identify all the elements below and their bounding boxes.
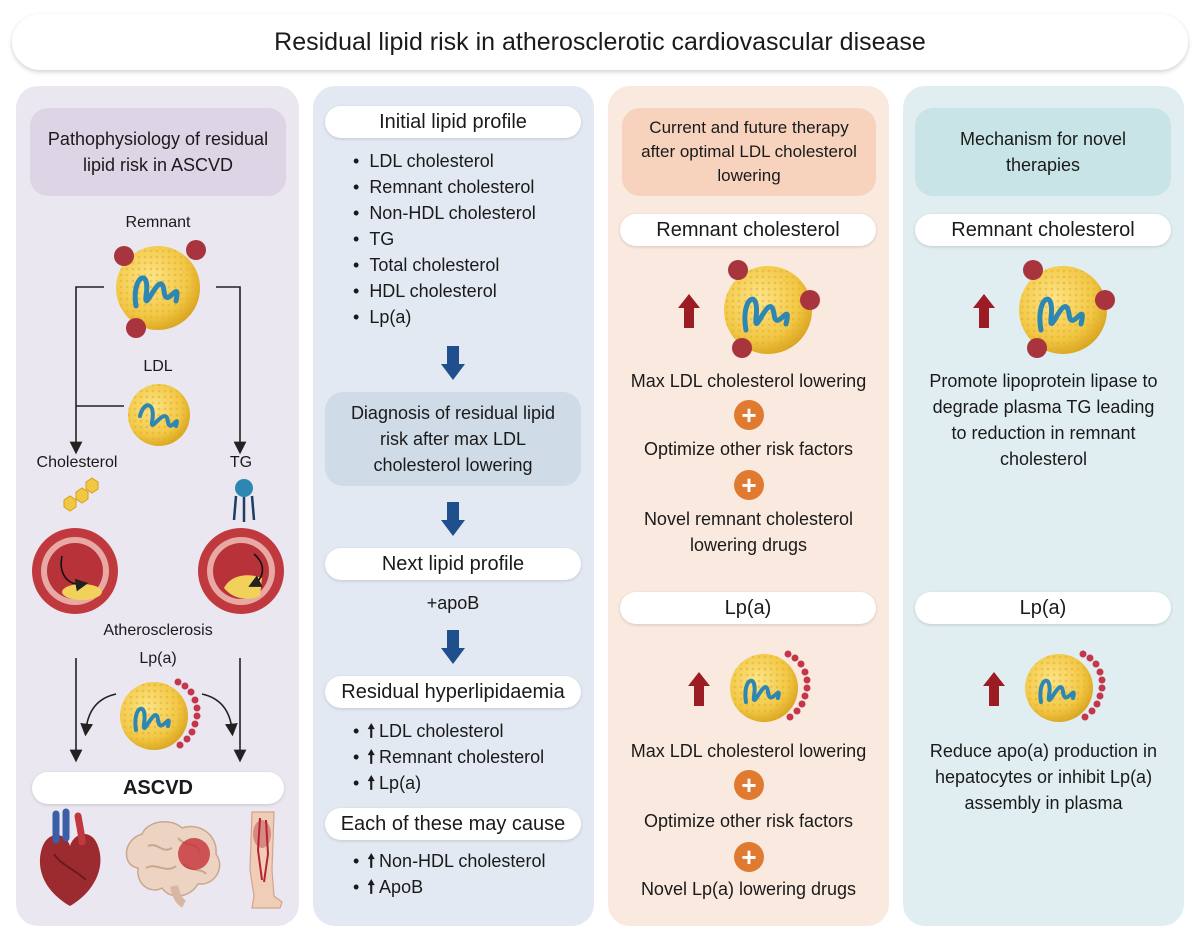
increase-arrow-icon	[678, 294, 700, 328]
ldl-label: LDL	[143, 358, 173, 375]
increase-arrow-icon	[973, 294, 995, 328]
residual-item: 🠕Remnant cholesterol	[353, 744, 544, 770]
remnant-particle-icon	[724, 260, 820, 358]
max-ldl-step: Max LDL cholesterol lowering	[630, 741, 867, 761]
heart-icon	[39, 808, 101, 906]
mechanism-header: Mechanism for novel therapies	[915, 108, 1171, 196]
novel-remnant-drugs-step: Novel remnant cholesterol lowering drugs	[643, 509, 854, 555]
cholesterol-label: Cholesterol	[36, 454, 118, 471]
increase-arrow-icon	[688, 672, 710, 706]
plus-icon: +	[734, 770, 764, 800]
residual-list: 🠕LDL cholesterol 🠕Remnant cholesterol 🠕L…	[353, 718, 544, 796]
increase-arrow-icon: 🠕	[367, 721, 376, 741]
apob-addition: +apoB	[426, 593, 480, 613]
tg-label: TG	[229, 454, 253, 471]
mechanism-panel: Mechanism for novel therapies Remnant ch…	[903, 86, 1184, 926]
lpa-title: Lp(a)	[915, 592, 1171, 624]
remnant-particle-icon	[1019, 260, 1115, 358]
ascvd-label: ASCVD	[32, 772, 284, 804]
therapy-panel: Current and future therapy after optimal…	[608, 86, 889, 926]
artery-cholesterol-icon	[32, 528, 118, 614]
flow-down-arrow-icon	[441, 630, 465, 664]
lipid-profile-panel: Initial lipid profile LDL cholesterol Re…	[313, 86, 594, 926]
remnant-cholesterol-title: Remnant cholesterol	[915, 214, 1171, 246]
brain-icon	[125, 821, 221, 908]
max-ldl-step: Max LDL cholesterol lowering	[630, 371, 867, 391]
increase-arrow-icon	[983, 672, 1005, 706]
remnant-particle-icon	[114, 240, 206, 338]
novel-lpa-drugs-step: Novel Lp(a) lowering drugs	[640, 879, 857, 899]
remnant-label: Remnant	[125, 214, 191, 231]
plus-icon: +	[734, 400, 764, 430]
artery-tg-icon	[198, 528, 284, 614]
initial-item: Remnant cholesterol	[353, 174, 536, 200]
optimize-risk-step: Optimize other risk factors	[643, 811, 854, 831]
remnant-cholesterol-title: Remnant cholesterol	[620, 214, 876, 246]
increase-arrow-icon: 🠕	[367, 851, 376, 871]
pathophysiology-header: Pathophysiology of residual lipid risk i…	[30, 108, 286, 196]
cholesterol-molecule-icon	[63, 477, 99, 512]
lpa-mechanism-text: Reduce apo(a) production in hepatocytes …	[929, 741, 1158, 813]
residual-hyperlipidaemia-title: Residual hyperlipidaemia	[325, 676, 581, 708]
pathophysiology-panel: Pathophysiology of residual lipid risk i…	[16, 86, 299, 926]
therapy-header: Current and future therapy after optimal…	[622, 108, 876, 196]
page-title: Residual lipid risk in atherosclerotic c…	[12, 14, 1188, 70]
cause-item: 🠕Non-HDL cholesterol	[353, 848, 545, 874]
initial-profile-title: Initial lipid profile	[325, 106, 581, 138]
initial-item: Total cholesterol	[353, 252, 536, 278]
initial-item: TG	[353, 226, 536, 252]
lpa-particle-icon	[120, 678, 201, 750]
increase-arrow-icon: 🠕	[367, 773, 376, 793]
increase-arrow-icon: 🠕	[367, 747, 376, 767]
residual-item: 🠕LDL cholesterol	[353, 718, 544, 744]
optimize-risk-step: Optimize other risk factors	[643, 439, 854, 459]
may-cause-title: Each of these may cause	[325, 808, 581, 840]
cause-item: 🠕ApoB	[353, 874, 545, 900]
lpa-title: Lp(a)	[620, 592, 876, 624]
lpa-particle-icon	[1025, 650, 1106, 722]
cause-list: 🠕Non-HDL cholesterol 🠕ApoB	[353, 848, 545, 900]
lpa-label: Lp(a)	[139, 650, 177, 667]
flow-down-arrow-icon	[441, 346, 465, 380]
atherosclerosis-label: Atherosclerosis	[103, 622, 213, 639]
plus-icon: +	[734, 470, 764, 500]
remnant-mechanism-text: Promote lipoprotein lipase to degrade pl…	[929, 371, 1158, 469]
initial-profile-list: LDL cholesterol Remnant cholesterol Non-…	[353, 148, 536, 330]
initial-item: Lp(a)	[353, 304, 536, 330]
triglyceride-molecule-icon	[232, 479, 256, 522]
increase-arrow-icon: 🠕	[367, 877, 376, 897]
initial-item: HDL cholesterol	[353, 278, 536, 304]
residual-item: 🠕Lp(a)	[353, 770, 544, 796]
leg-icon	[249, 811, 283, 909]
lpa-particle-icon	[730, 650, 811, 722]
diagnosis-box: Diagnosis of residual lipid risk after m…	[325, 392, 581, 486]
initial-item: LDL cholesterol	[353, 148, 536, 174]
plus-icon: +	[734, 842, 764, 872]
ldl-particle-icon	[128, 384, 190, 446]
next-profile-title: Next lipid profile	[325, 548, 581, 580]
initial-item: Non-HDL cholesterol	[353, 200, 535, 226]
pathway-connectors	[69, 286, 247, 763]
flow-down-arrow-icon	[441, 502, 465, 536]
